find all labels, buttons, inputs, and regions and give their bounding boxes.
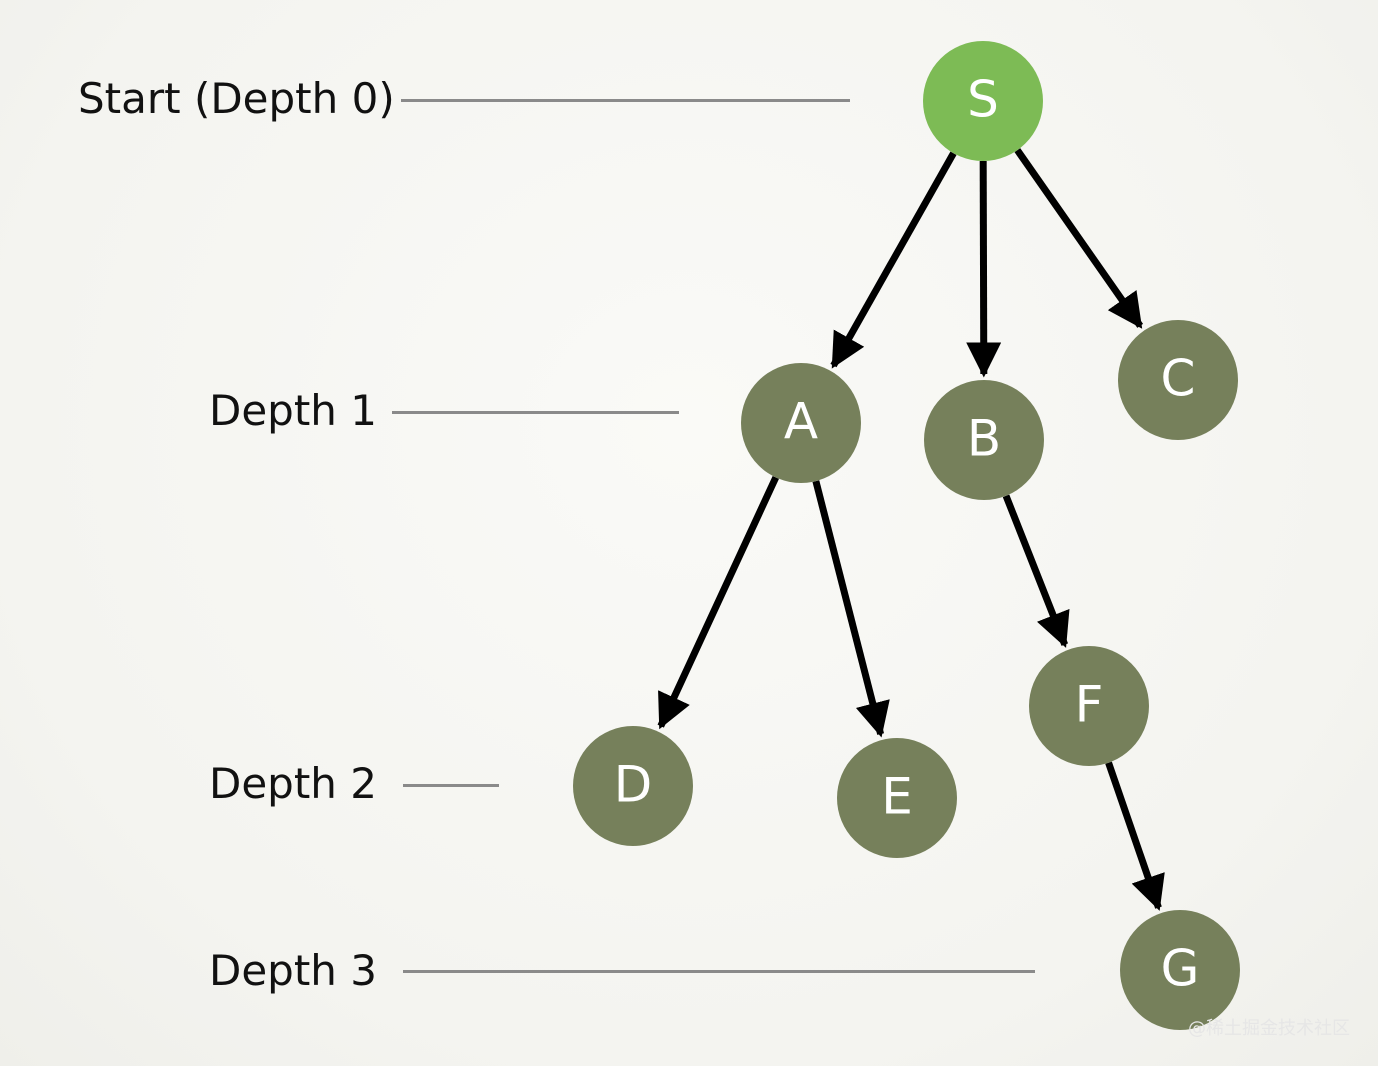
guide-line-depth-2	[403, 784, 499, 787]
node-f-label: F	[1075, 676, 1104, 734]
node-c: C	[1118, 320, 1238, 440]
node-a: A	[741, 363, 861, 483]
label-depth-2: Depth 2	[209, 759, 377, 808]
node-s-label: S	[967, 71, 999, 129]
edge-s-b	[966, 160, 1002, 378]
node-c-label: C	[1161, 350, 1196, 408]
node-b-label: B	[967, 410, 1001, 468]
edge-f-g	[1105, 761, 1165, 911]
guide-line-depth-0	[401, 99, 850, 102]
node-e: E	[837, 738, 957, 858]
guide-line-depth-3	[403, 970, 1035, 973]
node-d-circle	[573, 726, 693, 846]
node-g: G	[1120, 910, 1240, 1030]
node-s: S	[923, 41, 1043, 161]
node-d-label: D	[614, 756, 653, 814]
edge-s-a	[830, 151, 957, 369]
node-g-circle	[1120, 910, 1240, 1030]
node-f: F	[1029, 646, 1149, 766]
edge-a-d	[657, 475, 779, 730]
node-e-label: E	[881, 768, 913, 826]
watermark: @稀土掘金技术社区	[1188, 1018, 1350, 1039]
edge-b-f	[1002, 494, 1070, 648]
node-g-label: G	[1161, 940, 1200, 998]
label-depth-0: Start (Depth 0)	[78, 74, 395, 123]
node-d: D	[573, 726, 693, 846]
node-f-circle	[1029, 646, 1149, 766]
edge-s-c	[1014, 148, 1144, 329]
node-e-circle	[837, 738, 957, 858]
label-depth-1: Depth 1	[209, 386, 377, 435]
node-c-circle	[1118, 320, 1238, 440]
node-b-circle	[924, 380, 1044, 500]
node-s-circle	[923, 41, 1043, 161]
node-a-circle	[741, 363, 861, 483]
guide-line-depth-1	[392, 411, 679, 414]
edge-a-e	[812, 480, 890, 738]
node-a-label: A	[784, 393, 818, 451]
label-depth-3: Depth 3	[209, 946, 377, 995]
node-b: B	[924, 380, 1044, 500]
